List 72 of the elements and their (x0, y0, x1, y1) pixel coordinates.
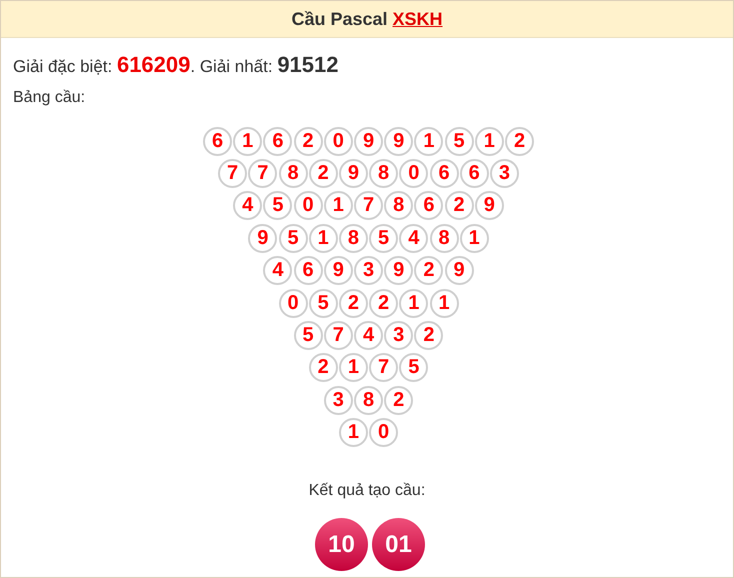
number-circle: 9 (384, 126, 414, 156)
number-circle: 4 (263, 256, 292, 286)
number-circle: 2 (308, 158, 338, 188)
number-circle: 5 (399, 353, 428, 382)
number-circle: 8 (430, 224, 458, 253)
number-circle: 3 (354, 256, 383, 286)
number-circle: 1 (399, 288, 428, 318)
prize-summary: Giải đặc biệt: 616209. Giải nhất: 91512 (13, 51, 338, 79)
number-circle: 2 (414, 320, 444, 350)
number-circle: 5 (278, 224, 308, 253)
number-circle: 6 (294, 256, 323, 286)
number-circle: 3 (384, 320, 414, 350)
number-circle: 9 (384, 256, 414, 286)
number-circle: 6 (430, 158, 458, 188)
number-circle: 9 (248, 224, 278, 253)
number-circle: 1 (338, 418, 368, 448)
number-circle: 4 (399, 224, 428, 253)
number-circle: 5 (369, 224, 398, 253)
number-circle: 2 (294, 126, 323, 156)
number-circle: 2 (414, 256, 444, 286)
number-circle: 5 (444, 126, 474, 156)
number-circle: 1 (233, 126, 262, 156)
number-circle: 5 (294, 320, 323, 350)
number-circle: 0 (324, 126, 353, 156)
number-circle: 1 (414, 126, 444, 156)
number-circle: 3 (324, 386, 353, 415)
title-link: XSKH (392, 8, 443, 29)
number-circle: 5 (263, 191, 292, 220)
number-circle: 0 (278, 288, 308, 318)
number-circle: 1 (308, 224, 338, 253)
number-circle: 7 (369, 353, 398, 382)
number-circle: 9 (354, 126, 383, 156)
number-circle: 9 (338, 158, 368, 188)
number-circle: 2 (384, 386, 414, 415)
number-circle: 8 (384, 191, 414, 220)
result-ball: 01 (372, 518, 425, 571)
number-circle: 7 (354, 191, 383, 220)
result-ball: 10 (315, 518, 368, 571)
number-circle: 2 (338, 288, 368, 318)
number-circle: 2 (505, 126, 534, 156)
number-circle: 0 (369, 418, 398, 448)
number-circle: 2 (444, 191, 474, 220)
number-circle: 6 (203, 126, 232, 156)
number-circle: 7 (248, 158, 278, 188)
number-circle: 6 (460, 158, 489, 188)
number-circle: 8 (369, 158, 398, 188)
number-circle: 9 (324, 256, 353, 286)
number-circle: 0 (399, 158, 428, 188)
number-circle: 1 (324, 191, 353, 220)
number-circle: 9 (444, 256, 474, 286)
number-circle: 8 (278, 158, 308, 188)
number-circle: 4 (233, 191, 262, 220)
number-circle: 3 (490, 158, 519, 188)
number-circle: 7 (218, 158, 248, 188)
number-circle: 8 (354, 386, 383, 415)
number-circle: 4 (354, 320, 383, 350)
number-circle: 1 (338, 353, 368, 382)
number-circle: 0 (294, 191, 323, 220)
number-circle: 9 (474, 191, 504, 220)
page-title: Cầu Pascal XSKH (291, 8, 443, 30)
result-label: Kết quả tạo cầu: (308, 481, 426, 501)
number-circle: 6 (263, 126, 292, 156)
number-circle: 2 (369, 288, 398, 318)
number-circle: 5 (308, 288, 338, 318)
number-circle: 1 (460, 224, 489, 253)
number-circle: 8 (338, 224, 368, 253)
section-label: Bảng cầu: (13, 88, 86, 108)
number-circle: 7 (324, 320, 353, 350)
number-circle: 6 (414, 191, 444, 220)
number-circle: 1 (474, 126, 504, 156)
number-circle: 2 (308, 353, 338, 382)
number-circle: 1 (430, 288, 458, 318)
